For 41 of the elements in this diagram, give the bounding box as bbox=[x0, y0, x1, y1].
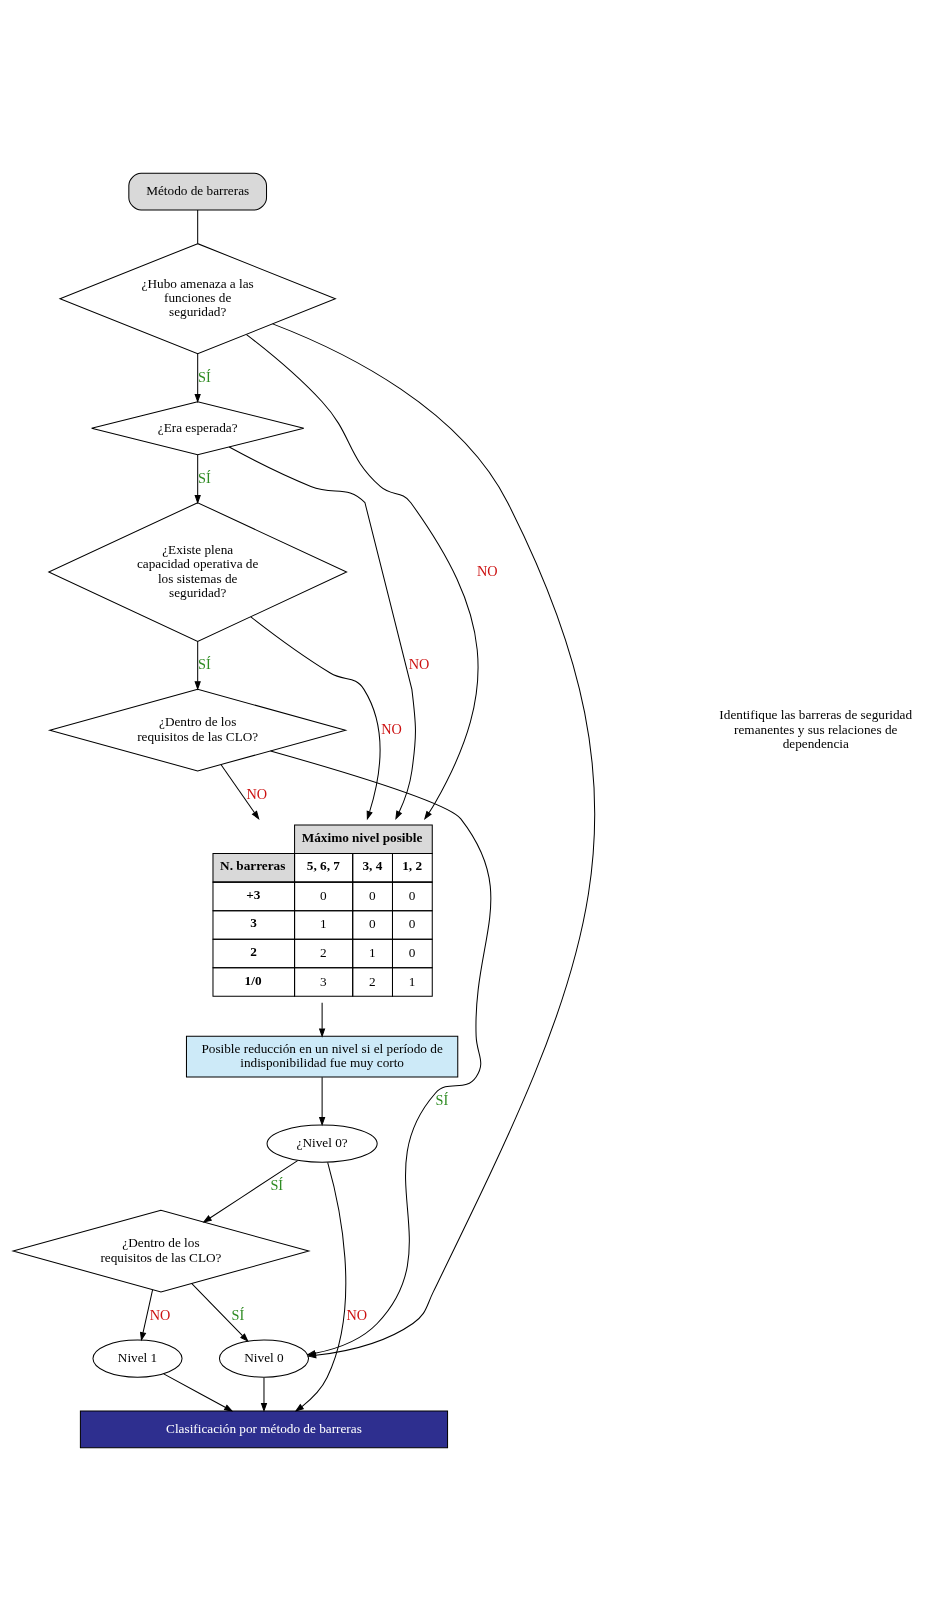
arrow bbox=[220, 763, 260, 820]
node-diamond: ¿Dentro de los requisitos de las CLO? bbox=[47, 688, 347, 771]
arrow bbox=[228, 446, 416, 820]
node-diamond: ¿Era esperada? bbox=[90, 400, 304, 455]
node-ellipse: Nivel 1 bbox=[91, 1338, 183, 1378]
arrow bbox=[193, 352, 201, 403]
arrow bbox=[294, 1161, 346, 1412]
connector bbox=[196, 209, 198, 244]
arrow bbox=[269, 749, 491, 1356]
edge-label: SÍ bbox=[197, 368, 211, 385]
edge-label: NO bbox=[380, 720, 402, 737]
arrow bbox=[193, 640, 201, 691]
arrow bbox=[162, 1372, 233, 1412]
edge-label: NO bbox=[476, 562, 498, 579]
arrow bbox=[202, 1159, 298, 1223]
arrow bbox=[249, 615, 380, 820]
node-ellipse: ¿Nivel 0? bbox=[266, 1124, 378, 1163]
node-box: Método de barreras bbox=[127, 172, 267, 210]
arrow bbox=[245, 333, 478, 820]
edge-label: SÍ bbox=[435, 1091, 448, 1108]
edge-label: SÍ bbox=[269, 1176, 283, 1193]
edge-label: SÍ bbox=[197, 655, 211, 672]
arrow bbox=[139, 1288, 153, 1341]
edge-label: NO bbox=[246, 785, 267, 802]
label: Identifique las barreras de seguridad remanentes y sus relaciones de dependencia bbox=[718, 706, 912, 751]
edge-label: NO bbox=[345, 1306, 367, 1323]
arrow bbox=[190, 1282, 249, 1342]
node-diamond: ¿Existe plena capacidad operativa de los sistemas de seguridad? bbox=[47, 501, 348, 642]
arrow bbox=[318, 1076, 325, 1126]
edge-label: NO bbox=[408, 655, 429, 672]
edge-label: SÍ bbox=[197, 469, 211, 486]
arrow bbox=[193, 453, 201, 504]
edge-label: NO bbox=[149, 1306, 170, 1323]
edge-label: SÍ bbox=[231, 1306, 244, 1323]
node-ellipse: Nivel 0 bbox=[218, 1338, 309, 1378]
arrow bbox=[260, 1376, 267, 1412]
node-diamond: ¿Dentro de los requisitos de las CLO? bbox=[10, 1209, 311, 1292]
node-box: Posible reducción en un nivel si el período de indisponibilidad fue muy corto bbox=[185, 1035, 458, 1077]
arrow bbox=[318, 1001, 325, 1038]
node-diamond: ¿Hubo amenaza a las funciones de seguridad? bbox=[58, 242, 337, 354]
node-box: Clasificación por método de barreras bbox=[79, 1410, 448, 1448]
